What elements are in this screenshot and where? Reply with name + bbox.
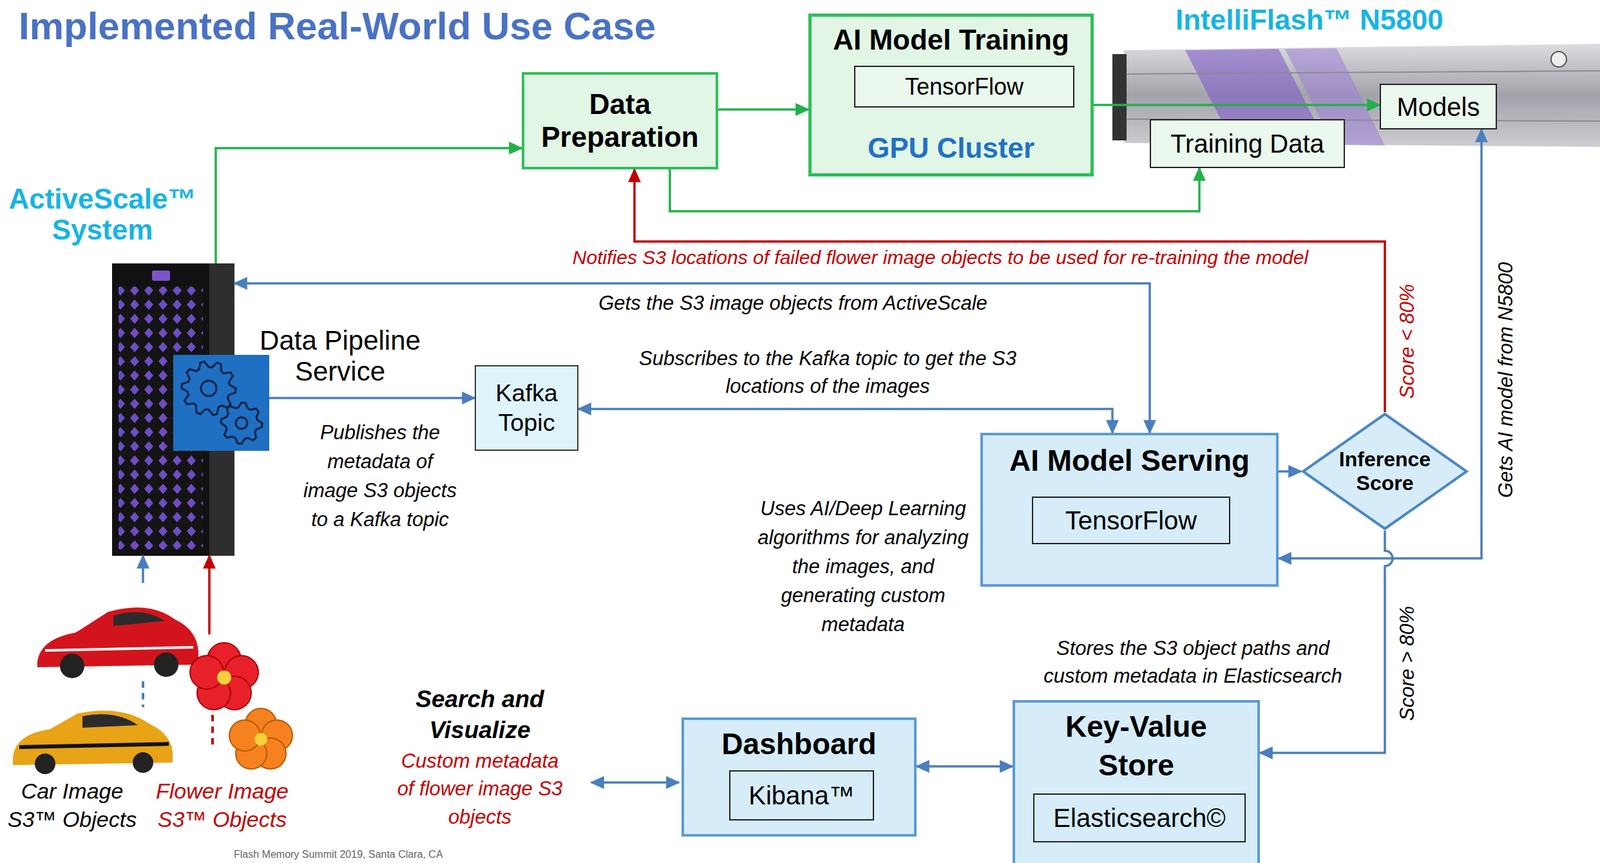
- node-label: Key-Value Store: [1039, 707, 1233, 786]
- connector: [1093, 103, 1380, 107]
- node-label: Training Data: [1170, 128, 1325, 160]
- label-anchor: Subscribes to the Kafka topic to get the…: [608, 344, 1047, 401]
- condition-label: Score < 80%: [1394, 273, 1421, 410]
- cluster-box: AI Model TrainingGPU Cluster TensorFlow: [808, 13, 1094, 177]
- label-anchor: Notifies S3 locations of failed flower i…: [508, 246, 1372, 270]
- car-wheel: [132, 752, 154, 773]
- annotation: Stores the S3 object paths and custom me…: [1025, 634, 1361, 691]
- connector: [1278, 129, 1482, 559]
- node-label: Models: [1397, 91, 1481, 123]
- dashed-link: [141, 681, 145, 708]
- framework-box: Elasticsearch©: [1033, 793, 1246, 843]
- annotation: Custom metadata of flower image S3 objec…: [392, 747, 567, 831]
- node-label: IntelliFlash™ N5800: [1175, 3, 1479, 38]
- car-wheel: [153, 652, 179, 677]
- server-ear: [1112, 54, 1127, 141]
- car-wheel: [34, 753, 56, 775]
- rack-logo: [152, 270, 171, 281]
- diagram-title: Implemented Real-World Use Case: [18, 3, 792, 49]
- service-box: AI Model ServingTensorFlow: [980, 432, 1279, 587]
- flower-petal: [229, 720, 261, 752]
- car-stripe: [45, 647, 194, 651]
- framework-box: Kibana™: [729, 770, 875, 821]
- car-window: [113, 612, 165, 627]
- gear-hub: [235, 417, 248, 429]
- node-label: Flower Image S3™ Objects: [144, 776, 300, 834]
- footer-note: Flash Memory Summit 2019, Santa Clara, C…: [233, 848, 556, 861]
- edge-label: Subscribes to the Kafka topic to get the…: [608, 344, 1047, 401]
- store-box: Key-Value StoreElasticsearch©: [1012, 700, 1260, 863]
- decision-diamond: Inference Score: [1301, 412, 1469, 531]
- car-window: [82, 714, 138, 728]
- label-anchor: Score < 80%: [1394, 273, 1421, 410]
- annotation: Uses AI/Deep Learning algorithms for ana…: [753, 494, 973, 640]
- node-label: Elasticsearch©: [1053, 802, 1226, 834]
- label-anchor: Gets AI model from N5800: [1493, 244, 1519, 516]
- connector: [718, 108, 809, 111]
- node-label: TensorFlow: [1065, 504, 1198, 536]
- node-label: ActiveScale™ System: [2, 183, 203, 247]
- flower-center: [254, 733, 268, 746]
- node-label: Kibana™: [748, 780, 855, 811]
- object-group: Flower Image S3™ Objects: [144, 634, 300, 838]
- label-anchor: Custom metadata of flower image S3 objec…: [392, 747, 567, 831]
- label-anchor: Stores the S3 object paths and custom me…: [1025, 634, 1361, 691]
- dashboard-box: DashboardKibana™: [681, 717, 917, 837]
- flower-center: [217, 670, 232, 685]
- dashed-link: [211, 714, 214, 748]
- label-anchor: Implemented Real-World Use Case: [18, 3, 792, 49]
- connector: [269, 396, 475, 400]
- flower-illustration: [229, 708, 293, 770]
- server-logo: [1551, 51, 1567, 67]
- connector: [141, 555, 145, 583]
- node-label: Dashboard: [721, 726, 877, 762]
- node-label: Inference Score: [1328, 447, 1442, 496]
- label-anchor: Flash Memory Summit 2019, Santa Clara, C…: [233, 848, 556, 861]
- edge-label: Gets the S3 image objects from ActiveSca…: [570, 291, 1016, 315]
- label-anchor: Uses AI/Deep Learning algorithms for ana…: [753, 494, 973, 640]
- connector: [215, 148, 522, 264]
- gear-icon: [173, 354, 270, 451]
- search-arrow: [591, 781, 679, 784]
- queue-box: Kafka Topic: [474, 365, 579, 451]
- framework-box: TensorFlow: [1031, 496, 1231, 545]
- data-box: Models: [1379, 83, 1497, 130]
- node-label: Kafka Topic: [476, 378, 578, 438]
- node-sublabel: GPU Cluster: [867, 131, 1035, 166]
- node-label: TensorFlow: [904, 72, 1024, 101]
- edge-label: Score > 80%: [1394, 595, 1421, 732]
- connector: [578, 409, 1113, 433]
- label-anchor: Publishes the metadata of image S3 objec…: [299, 418, 461, 535]
- storage-array: IntelliFlash™ N5800ModelsTraining Data: [1112, 43, 1600, 149]
- gear-hub: [200, 380, 217, 397]
- process-box: Data Preparation: [521, 72, 719, 170]
- annotation-heading: Search and Visualize: [383, 684, 577, 746]
- label-anchor: Search and Visualize: [383, 684, 577, 746]
- data-box: Training Data: [1149, 119, 1345, 169]
- flower-illustration: [190, 642, 259, 710]
- server-slat: [1127, 70, 1600, 75]
- label-anchor: Gets the S3 image objects from ActiveSca…: [570, 291, 1016, 315]
- connector: [1278, 470, 1302, 473]
- connector: [234, 283, 1150, 433]
- edge-label: Notifies S3 locations of failed flower i…: [508, 246, 1372, 270]
- node-label: Car Image S3™ Objects: [1, 776, 143, 834]
- diamond-shape: [1303, 414, 1467, 529]
- service-icon: Data Pipeline Service: [173, 354, 270, 451]
- connector: [208, 555, 211, 635]
- node-label: AI Model Training: [832, 23, 1070, 58]
- node-label: AI Model Serving: [1009, 443, 1250, 479]
- gear-outline: [220, 402, 263, 444]
- edge-label: Publishes the metadata of image S3 objec…: [299, 418, 461, 535]
- node-label: Data Pipeline Service: [249, 325, 431, 388]
- label-anchor: Score > 80%: [1394, 595, 1421, 732]
- car-wheel: [59, 653, 85, 679]
- flower-petal: [190, 655, 224, 690]
- node-label: Data Preparation: [524, 88, 716, 154]
- connector: [916, 765, 1013, 768]
- framework-box: TensorFlow: [854, 65, 1075, 108]
- edge-label: Gets AI model from N5800: [1493, 244, 1519, 516]
- car-stripe: [19, 743, 169, 748]
